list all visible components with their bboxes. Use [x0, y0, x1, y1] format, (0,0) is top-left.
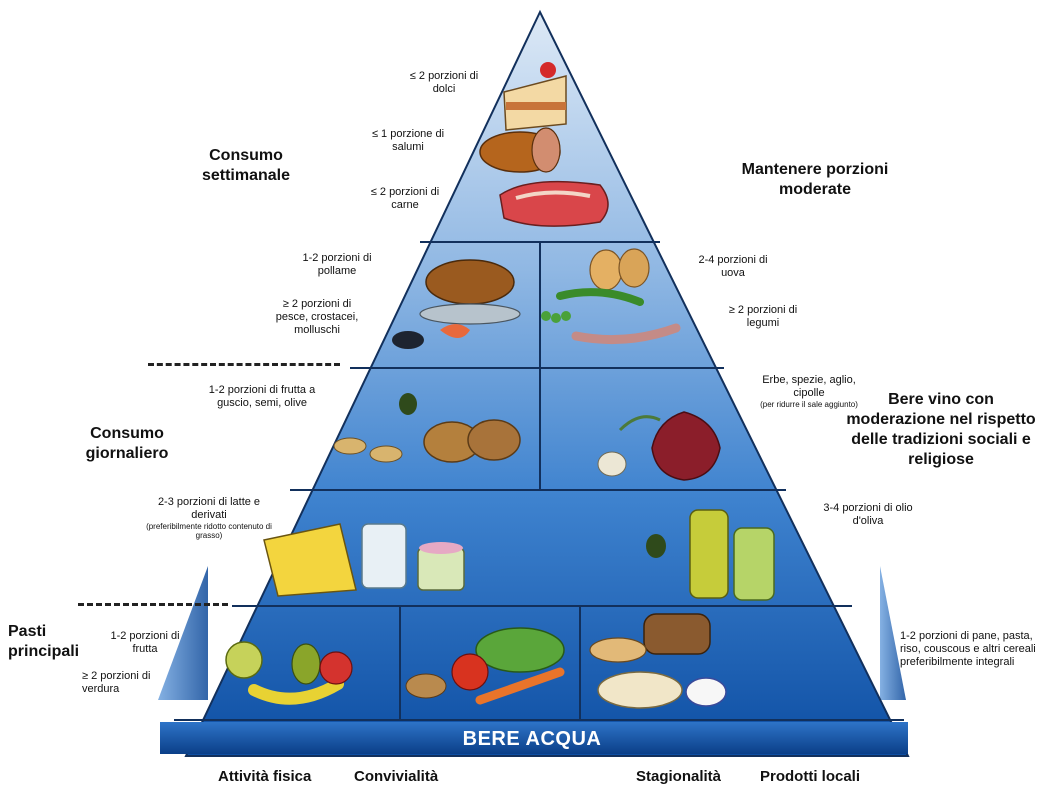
meat-illustration	[499, 180, 609, 227]
fruit-illustration	[225, 641, 353, 705]
label-herbs-note: (per ridurre il sale aggiunto)	[760, 400, 858, 409]
heading-moderate-portions: Mantenere porzioni moderate	[741, 161, 889, 198]
label-dairy-note: (preferibilmente ridotto contenuto di gr…	[146, 522, 272, 540]
label-dairy: 2-3 porzioni di latte e derivati (prefer…	[144, 496, 274, 540]
footer-seasonality: Stagionalità	[636, 768, 722, 785]
heading-daily-consumption: Consumo giornaliero	[85, 425, 169, 462]
herbs-onion-illustration	[597, 411, 721, 481]
nuts-olives-illustration	[333, 393, 521, 463]
pyramid-right-wing	[880, 566, 906, 700]
label-fruit: 1-2 porzioni di frutta	[110, 630, 180, 655]
cured-meats-illustration	[479, 127, 561, 173]
label-poultry: 1-2 porzioni di pollame	[302, 252, 372, 277]
olive-oil-illustration	[646, 509, 775, 601]
dashed-divider-daily	[148, 363, 340, 366]
pyramid-left-wing	[158, 566, 208, 700]
cereals-illustration	[589, 613, 727, 709]
vegetables-illustration	[405, 627, 565, 705]
footer-physical-activity: Attività fisica	[218, 768, 312, 785]
label-herbs-text: Erbe, spezie, aglio, cipolle	[762, 374, 856, 399]
label-olive-oil: 3-4 porzioni di olio d'oliva	[823, 502, 913, 527]
label-eggs: 2-4 porzioni di uova	[698, 254, 768, 279]
poultry-fish-illustration	[392, 259, 521, 349]
sweets-illustration	[503, 62, 567, 131]
heading-weekly-consumption: Consumo settimanale	[201, 147, 291, 184]
water-label: BERE ACQUA	[462, 728, 602, 750]
heading-wine-moderation: Bere vino con moderazione nel rispetto d…	[846, 391, 1036, 468]
dashed-divider-meals	[78, 603, 228, 606]
footer-conviviality: Convivialità	[354, 768, 439, 785]
tier-dividers	[174, 241, 904, 721]
label-meat: ≤ 2 porzioni di carne	[370, 186, 440, 211]
label-cured-meats: ≤ 1 porzione di salumi	[371, 128, 445, 153]
label-sweets: ≤ 2 porzioni di dolci	[409, 70, 479, 95]
label-cereals: 1-2 porzioni di pane, pasta, riso, cousc…	[900, 630, 1036, 668]
label-nuts: 1-2 porzioni di frutta a guscio, semi, o…	[208, 384, 316, 409]
label-fish: ≥ 2 porzioni di pesce, crostacei, mollus…	[275, 298, 359, 336]
water-band	[160, 722, 908, 754]
label-vegetables: ≥ 2 porzioni di verdura	[82, 670, 151, 695]
dairy-illustration	[263, 523, 465, 597]
heading-main-meals: Pasti principali	[8, 623, 80, 660]
label-herbs: Erbe, spezie, aglio, cipolle (per ridurr…	[754, 374, 864, 409]
label-legumes: ≥ 2 porzioni di legumi	[728, 304, 798, 329]
footer-local-products: Prodotti locali	[760, 768, 861, 785]
eggs-legumes-illustration	[541, 248, 681, 345]
label-dairy-text: 2-3 porzioni di latte e derivati	[157, 496, 261, 521]
